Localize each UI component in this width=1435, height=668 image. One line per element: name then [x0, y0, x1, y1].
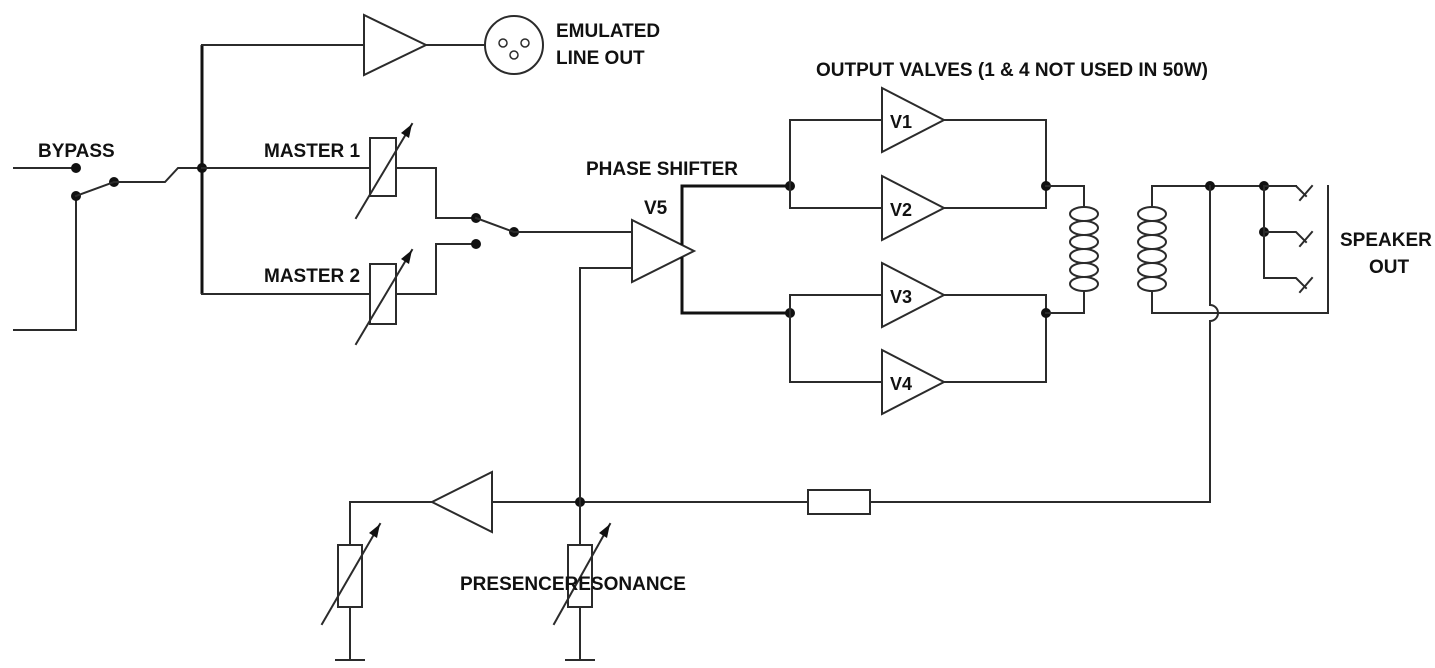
upper-out-bus: [943, 119, 1047, 209]
output-valves-upper: [785, 86, 1071, 242]
v5-label: V5: [644, 198, 668, 219]
phase-shifter: [579, 184, 790, 315]
v3-label: V3: [890, 287, 912, 307]
xlr-connector-icon: [484, 15, 544, 75]
v4-valve-icon: [881, 348, 947, 416]
phase-upper-wire: [680, 184, 790, 245]
v3-valve-icon: [881, 261, 947, 329]
master-switch-arm: [474, 216, 516, 234]
speaker-jack-2-icon: [1263, 231, 1308, 244]
bypass-to-bus-wire: [113, 167, 203, 183]
presence-buffer-icon: [429, 470, 493, 534]
bypass-label: BYPASS: [38, 141, 115, 162]
speaker-outputs: [1151, 181, 1329, 503]
output-transformer: [1069, 185, 1167, 314]
phase-lower-wire: [680, 257, 790, 315]
speaker-label: SPEAKER: [1340, 230, 1432, 251]
v1-label: V1: [890, 112, 912, 132]
resonance-pot: [552, 522, 612, 661]
phase-shifter-label: PHASE SHIFTER: [586, 159, 738, 180]
lower-out-bus: [943, 294, 1047, 383]
v1-valve-icon: [881, 86, 947, 154]
presence-pot: [320, 522, 382, 661]
master-bus: [197, 44, 371, 295]
v2-valve-icon: [881, 174, 947, 242]
bypass-switch: [13, 163, 203, 331]
emulated-line-out: [363, 13, 544, 77]
presence-adjust-arrow: [320, 522, 382, 626]
feedback-network: [349, 267, 1211, 546]
speaker-jack-1-icon: [1263, 185, 1308, 198]
master2-pot: [354, 243, 477, 346]
output-valves-label: OUTPUT VALVES (1 & 4 NOT USED IN 50W): [816, 60, 1208, 81]
output-valves-lower: [785, 261, 1071, 416]
master1-pot: [354, 122, 477, 220]
master2-to-switch-wire: [395, 243, 477, 295]
speaker-jack-3-icon: [1263, 277, 1308, 290]
resonance-adjust-arrow: [552, 522, 612, 626]
master-select-switch: [471, 213, 633, 249]
v5-amp-icon: [631, 218, 697, 284]
line-out-label: LINE OUT: [556, 48, 645, 69]
presence-resonance-label: PRESENCERESONANCE: [460, 574, 686, 595]
emulated-label: EMULATED: [556, 21, 660, 42]
v2-label: V2: [890, 200, 912, 220]
feedback-resistor-icon: [807, 489, 871, 515]
master2-resistor-icon: [369, 263, 397, 325]
master2-label: MASTER 2: [264, 266, 360, 287]
bypass-switch-arm: [74, 180, 116, 198]
master2-adjust-arrow: [354, 248, 414, 346]
master1-adjust-arrow: [354, 122, 414, 220]
line-out-buffer-icon: [363, 13, 429, 77]
master1-to-switch-wire: [395, 167, 477, 219]
feedback-tap-wire: [1209, 185, 1219, 503]
speaker-out-label: OUT: [1369, 257, 1410, 278]
bypass-return-wire: [13, 195, 77, 331]
master1-label: MASTER 1: [264, 141, 361, 162]
v4-label: V4: [890, 374, 912, 394]
